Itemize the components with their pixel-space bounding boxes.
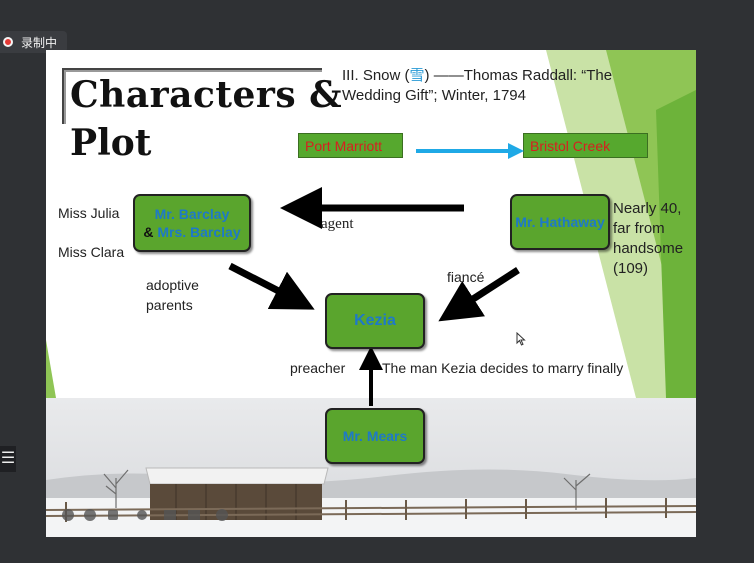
bottom-bar <box>0 537 754 563</box>
slide-subtitle: III. Snow (雪) ——Thomas Raddall: “The Wed… <box>342 67 613 104</box>
top-toolbar <box>0 0 754 50</box>
fiance-arrow <box>438 267 520 322</box>
adoptive-arrow <box>228 262 315 310</box>
label-parents: parents <box>146 297 193 313</box>
label-marry-finally: The man Kezia decides to marry finally <box>382 360 624 376</box>
label-adoptive: adoptive <box>146 277 199 293</box>
label-agent: agent <box>321 216 354 232</box>
slide-title-line1: Characters & <box>70 74 343 116</box>
snow-landscape-image <box>46 398 696 537</box>
node-barclay-mr: Mr. Barclay <box>154 206 230 222</box>
location-port-marriott: Port Marriott <box>298 133 403 158</box>
record-icon <box>3 37 13 47</box>
node-barclay-mrs: Mrs. Barclay <box>157 224 241 240</box>
node-mears: Mr. Mears <box>325 408 425 464</box>
title-frame <box>62 68 322 124</box>
node-kezia: Kezia <box>325 293 425 349</box>
slide-title-line2: Plot <box>70 122 152 164</box>
label-miss-julia: Miss Julia <box>58 205 120 221</box>
node-hathaway: Mr. Hathaway <box>510 194 610 250</box>
menu-icon[interactable]: ☰ <box>0 446 16 472</box>
label-hathaway-desc-1: Nearly 40, <box>613 200 682 217</box>
node-barclays: Mr. Barclay & Mrs. Barclay <box>133 194 251 252</box>
label-miss-clara: Miss Clara <box>58 244 125 260</box>
label-fiance: fiancé <box>447 269 485 285</box>
cursor-icon <box>516 332 526 346</box>
diagram-arrows <box>228 143 524 406</box>
recording-label: 录制中 <box>21 35 58 50</box>
label-hathaway-desc-3: handsome <box>613 240 684 257</box>
recording-indicator[interactable]: 录制中 <box>0 31 68 53</box>
label-hathaway-desc-4: (109) <box>613 260 649 277</box>
label-preacher: preacher <box>290 360 346 376</box>
node-barclay-amp: & <box>143 224 154 240</box>
label-hathaway-desc-2: far from <box>613 220 665 237</box>
presentation-slide: Characters & Plot III. Snow (雪) ——Thomas… <box>46 50 696 537</box>
